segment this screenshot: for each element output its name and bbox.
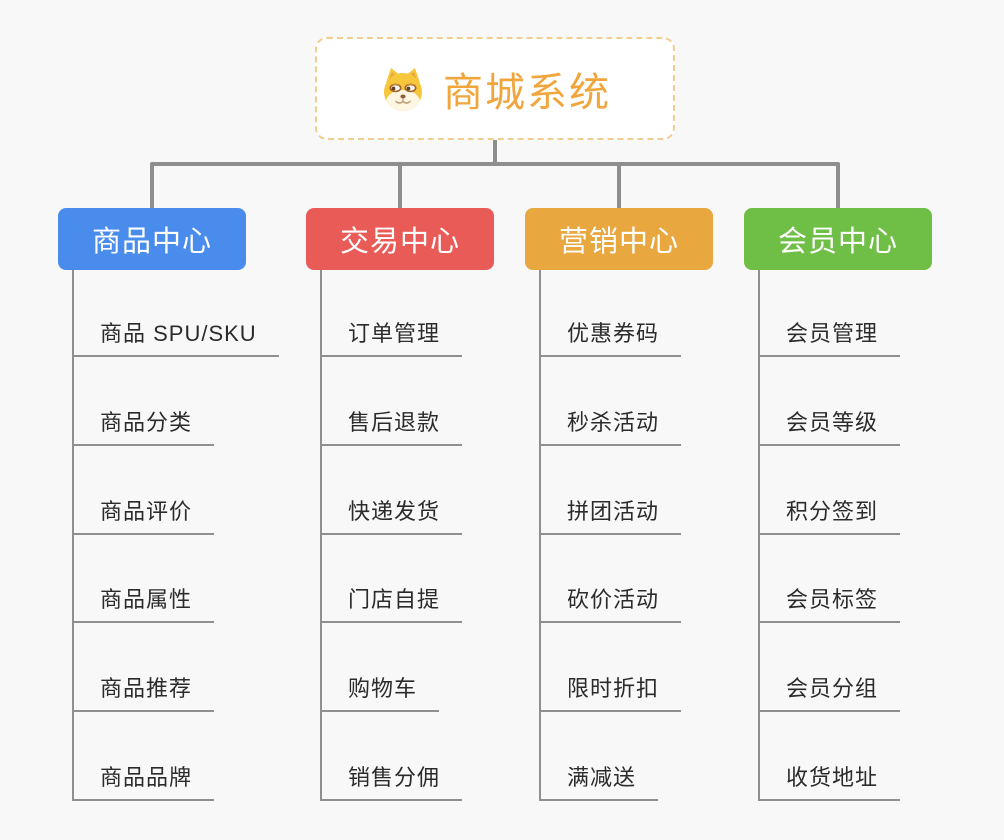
root-title: 商城系统	[443, 70, 611, 115]
leaf-label: 快递发货	[348, 499, 441, 524]
leaf-node[interactable]: 会员分组	[758, 666, 901, 712]
leaf-label: 会员分组	[786, 676, 879, 701]
branch-label: 会员中心	[777, 226, 898, 258]
leaf-node[interactable]: 商品 SPU/SKU	[72, 311, 279, 357]
leaf-node[interactable]: 会员标签	[758, 577, 901, 623]
connector-root-stub	[493, 140, 497, 166]
connector-bus	[150, 162, 840, 166]
leaf-label: 商品品牌	[100, 765, 193, 790]
leaf-label: 拼团活动	[567, 499, 660, 524]
leaf-label: 会员标签	[786, 587, 879, 612]
leaf-label: 门店自提	[348, 587, 441, 612]
leaf-node[interactable]: 商品分类	[72, 400, 215, 446]
leaf-label: 商品评价	[100, 499, 193, 524]
connector-dropper	[398, 164, 402, 208]
leaf-label: 优惠券码	[567, 321, 660, 346]
leaf-node[interactable]: 砍价活动	[539, 577, 682, 623]
leaf-label: 秒杀活动	[567, 410, 660, 435]
leaf-node[interactable]: 限时折扣	[539, 666, 682, 712]
leaf-node[interactable]: 优惠券码	[539, 311, 682, 357]
branch-label: 营销中心	[558, 226, 679, 258]
leaf-label: 满减送	[567, 765, 637, 790]
leaf-label: 商品分类	[100, 410, 193, 435]
leaf-node[interactable]: 秒杀活动	[539, 400, 682, 446]
dog-face-icon	[379, 65, 427, 113]
leaf-label: 限时折扣	[567, 676, 660, 701]
leaf-label: 收货地址	[786, 765, 879, 790]
branch-label: 交易中心	[339, 226, 460, 258]
branch-label: 商品中心	[91, 226, 212, 258]
root-node[interactable]: 商城系统	[315, 37, 675, 140]
leaf-node[interactable]: 售后退款	[320, 400, 463, 446]
connector-trunk	[320, 270, 322, 801]
connector-trunk	[539, 270, 541, 801]
leaf-node[interactable]: 会员等级	[758, 400, 901, 446]
leaf-node[interactable]: 积分签到	[758, 489, 901, 535]
leaf-node[interactable]: 商品品牌	[72, 755, 215, 801]
connector-trunk	[72, 270, 74, 801]
branch-node-2[interactable]: 营销中心	[525, 208, 713, 270]
leaf-node[interactable]: 商品属性	[72, 577, 215, 623]
leaf-node[interactable]: 门店自提	[320, 577, 463, 623]
leaf-label: 商品属性	[100, 587, 193, 612]
leaf-label: 商品推荐	[100, 676, 193, 701]
branch-node-1[interactable]: 交易中心	[306, 208, 494, 270]
leaf-node[interactable]: 购物车	[320, 666, 440, 712]
branch-node-0[interactable]: 商品中心	[58, 208, 246, 270]
leaf-node[interactable]: 满减送	[539, 755, 659, 801]
leaf-node[interactable]: 快递发货	[320, 489, 463, 535]
connector-dropper	[836, 164, 840, 208]
leaf-label: 积分签到	[786, 499, 879, 524]
leaf-label: 砍价活动	[567, 587, 660, 612]
leaf-label: 售后退款	[348, 410, 441, 435]
leaf-node[interactable]: 收货地址	[758, 755, 901, 801]
leaf-node[interactable]: 商品推荐	[72, 666, 215, 712]
connector-trunk	[758, 270, 760, 801]
leaf-label: 会员管理	[786, 321, 879, 346]
branch-node-3[interactable]: 会员中心	[744, 208, 932, 270]
leaf-label: 销售分佣	[348, 765, 441, 790]
leaf-node[interactable]: 商品评价	[72, 489, 215, 535]
connector-dropper	[150, 164, 154, 208]
leaf-label: 订单管理	[348, 321, 441, 346]
leaf-label: 商品 SPU/SKU	[100, 321, 257, 346]
leaf-node[interactable]: 订单管理	[320, 311, 463, 357]
leaf-node[interactable]: 销售分佣	[320, 755, 463, 801]
leaf-label: 会员等级	[786, 410, 879, 435]
leaf-node[interactable]: 会员管理	[758, 311, 901, 357]
leaf-node[interactable]: 拼团活动	[539, 489, 682, 535]
connector-dropper	[617, 164, 621, 208]
leaf-label: 购物车	[348, 676, 418, 701]
